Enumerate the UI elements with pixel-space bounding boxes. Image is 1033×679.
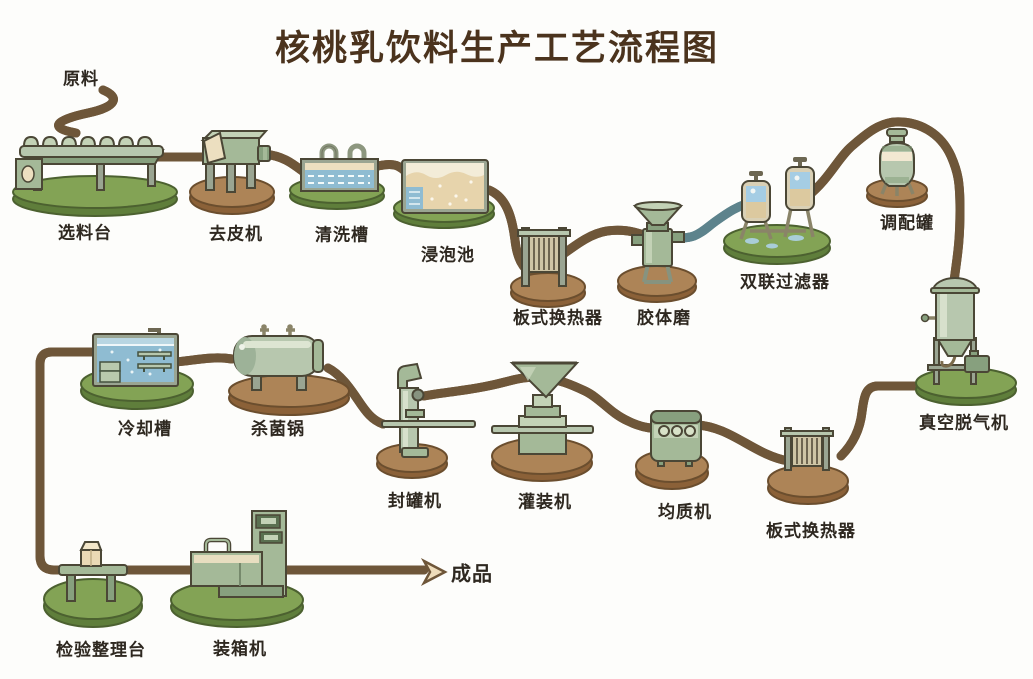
filling-machine-graphic (491, 361, 594, 482)
plate-heat-exchanger-2-graphic (767, 427, 849, 505)
label-duplex-filter: 双联过滤器 (740, 272, 830, 293)
duplex-filter-graphic (723, 157, 831, 265)
label-finished-product: 成品 (451, 561, 493, 586)
plate-heat-exchanger-1-graphic (510, 227, 586, 308)
finished-product-arrowhead (420, 557, 448, 587)
can-sealing-machine-graphic (376, 362, 476, 479)
packing-machine-graphic (170, 510, 304, 628)
page-title: 核桃乳饮料生产工艺流程图 (274, 29, 720, 69)
label-peeling-machine: 去皮机 (209, 224, 263, 245)
peeling-machine-graphic (189, 130, 275, 215)
soaking-pool-graphic (393, 159, 495, 229)
label-blending-tank: 调配罐 (880, 213, 934, 234)
cooling-tank-graphic (80, 328, 194, 410)
label-raw-material: 原料 (63, 69, 99, 90)
vacuum-degasser-graphic (915, 277, 1017, 406)
label-homogenizer: 均质机 (658, 502, 712, 523)
inspection-table-graphic (43, 541, 143, 628)
label-filling-machine: 灌装机 (518, 492, 572, 513)
label-sterilizer: 杀菌锅 (251, 419, 305, 440)
label-plate-heat-exchanger-2: 板式换热器 (766, 521, 856, 542)
sterilizer-graphic (228, 324, 350, 416)
label-selection-table: 选料台 (58, 223, 112, 244)
label-washing-tank: 清洗槽 (315, 225, 369, 246)
label-plate-heat-exchanger-1: 板式换热器 (513, 308, 603, 329)
colloid-mill-graphic (617, 201, 697, 303)
label-colloid-mill: 胶体磨 (637, 308, 691, 329)
label-vacuum-degasser: 真空脱气机 (919, 413, 1009, 434)
washing-tank-graphic (289, 143, 385, 210)
label-cooling-tank: 冷却槽 (118, 419, 172, 440)
blending-tank-graphic (866, 128, 928, 208)
label-packing-machine: 装箱机 (213, 639, 267, 660)
selection-table-graphic (12, 135, 178, 217)
label-can-sealing-machine: 封罐机 (388, 491, 442, 512)
label-inspection-table: 检验整理台 (56, 640, 146, 661)
label-soaking-pool: 浸泡池 (421, 245, 475, 266)
homogenizer-graphic (635, 410, 709, 490)
